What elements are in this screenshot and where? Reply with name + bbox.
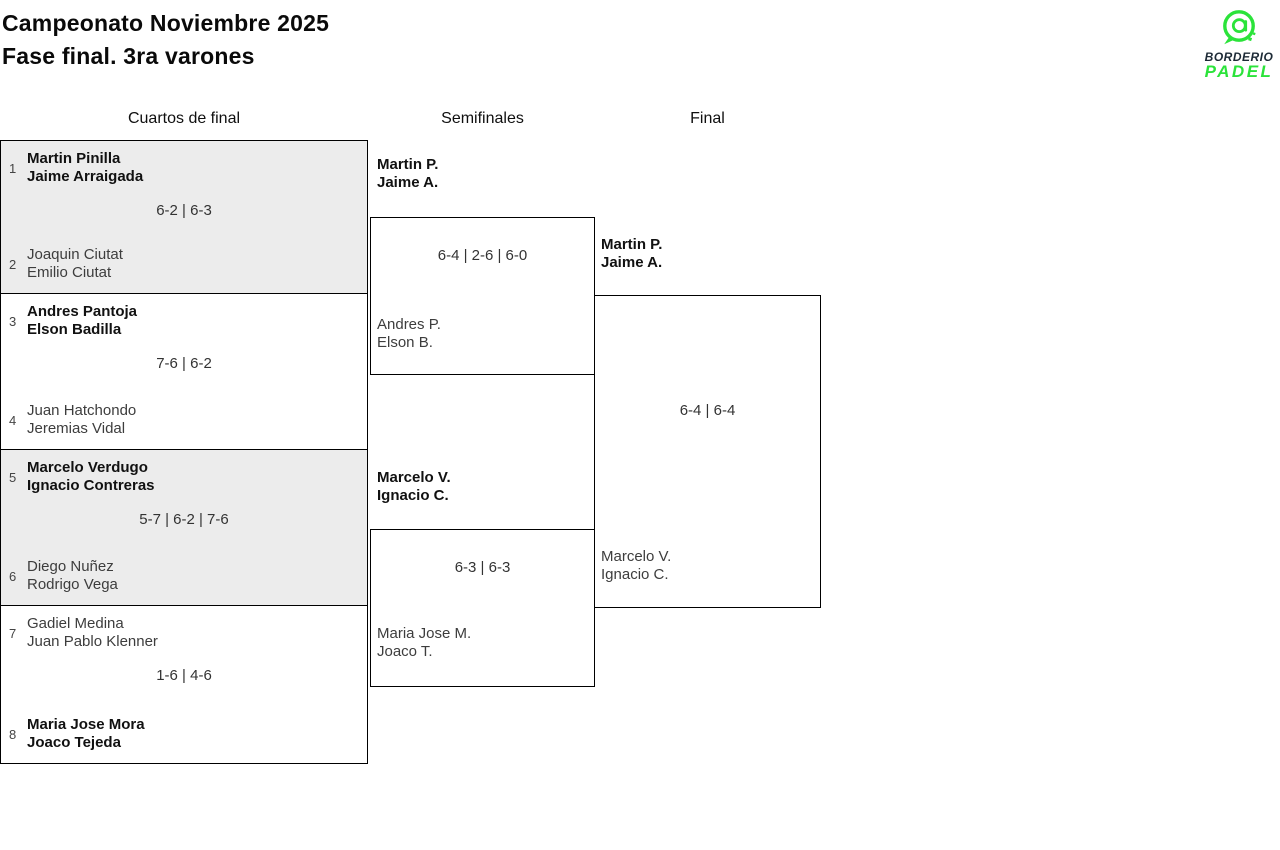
match-score: 6-4 | 2-6 | 6-0: [437, 247, 528, 264]
sf2-team-b: Maria Jose M. Joaco T.: [377, 625, 472, 660]
match-score: 5-7 | 6-2 | 7-6: [139, 511, 229, 528]
qf-match-3: 5 Marcelo Verdugo Ignacio Contreras 5-7 …: [0, 449, 368, 606]
match-score: 6-2 | 6-3: [156, 202, 212, 219]
round-header-semifinales: Semifinales: [441, 110, 524, 127]
borderio-padel-logo: BORDERIO PADEL: [1199, 8, 1279, 81]
sf-match-2: 6-3 | 6-3: [370, 529, 595, 687]
team-row: 8 Maria Jose Mora Joaco Tejeda: [9, 716, 145, 752]
seed-number: 5: [9, 469, 17, 485]
seed-number: 2: [9, 256, 17, 272]
round-header-cuartos: Cuartos de final: [127, 110, 241, 127]
match-score: 1-6 | 4-6: [156, 667, 212, 684]
team-row: 3 Andres Pantoja Elson Badilla: [9, 303, 137, 339]
team-name: Marcelo Verdugo Ignacio Contreras: [27, 459, 155, 494]
team-row: 7 Gadiel Medina Juan Pablo Klenner: [9, 615, 158, 651]
round-header-final: Final: [690, 110, 725, 127]
match-score: 6-4 | 6-4: [679, 402, 736, 419]
title-line-1: Campeonato Noviembre 2025: [2, 10, 330, 36]
final-match: 6-4 | 6-4: [594, 295, 821, 608]
title-line-2: Fase final. 3ra varones: [2, 43, 255, 69]
seed-number: 3: [9, 313, 17, 329]
qf-match-2: 3 Andres Pantoja Elson Badilla 7-6 | 6-2…: [0, 293, 368, 450]
qf-match-1: 1 Martin Pinilla Jaime Arraigada 6-2 | 6…: [0, 140, 368, 294]
final-team-a: Martin P. Jaime A.: [601, 236, 663, 271]
team-name: Andres Pantoja Elson Badilla: [27, 303, 138, 338]
tournament-title: Campeonato Noviembre 2025 Fase final. 3r…: [2, 7, 329, 73]
seed-number: 8: [9, 726, 17, 742]
match-score: 7-6 | 6-2: [156, 355, 212, 372]
team-name: Martin Pinilla Jaime Arraigada: [27, 150, 144, 185]
match-score: 6-3 | 6-3: [454, 559, 511, 576]
qf-match-4: 7 Gadiel Medina Juan Pablo Klenner 1-6 |…: [0, 605, 368, 764]
team-row: 4 Juan Hatchondo Jeremias Vidal: [9, 402, 136, 438]
seed-number: 4: [9, 412, 17, 428]
sf-match-1: 6-4 | 2-6 | 6-0: [370, 217, 595, 375]
brand-product: PADEL: [1204, 62, 1274, 81]
team-row: 2 Joaquin Ciutat Emilio Ciutat: [9, 246, 123, 282]
brand-name: BORDERIO: [1204, 50, 1274, 64]
sf1-team-a: Martin P. Jaime A.: [377, 156, 439, 191]
final-team-b: Marcelo V. Ignacio C.: [601, 548, 672, 583]
sf2-team-a: Marcelo V. Ignacio C.: [377, 469, 451, 504]
team-name: Diego Nuñez Rodrigo Vega: [27, 558, 118, 593]
team-name: Gadiel Medina Juan Pablo Klenner: [27, 615, 158, 650]
team-name: Maria Jose Mora Joaco Tejeda: [27, 716, 145, 751]
at-bubble-icon: [1223, 10, 1256, 45]
team-name: Juan Hatchondo Jeremias Vidal: [27, 402, 137, 437]
team-row: 1 Martin Pinilla Jaime Arraigada: [9, 150, 143, 186]
team-row: 5 Marcelo Verdugo Ignacio Contreras: [9, 459, 155, 495]
seed-number: 6: [9, 568, 17, 584]
team-name: Joaquin Ciutat Emilio Ciutat: [27, 246, 123, 281]
seed-number: 7: [9, 625, 17, 641]
sf1-team-b: Andres P. Elson B.: [377, 316, 441, 351]
seed-number: 1: [9, 160, 17, 176]
team-row: 6 Diego Nuñez Rodrigo Vega: [9, 558, 118, 594]
